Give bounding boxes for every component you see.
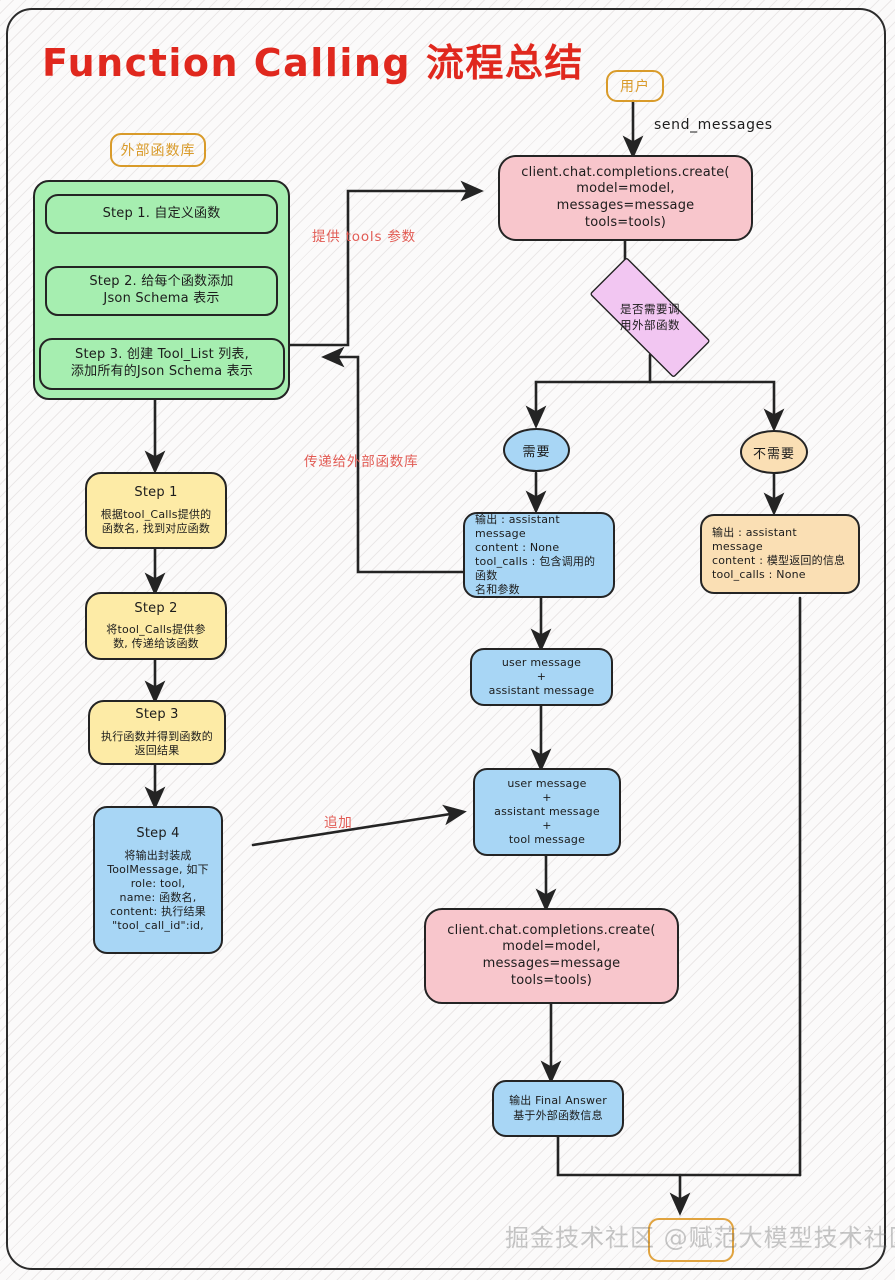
left-step-3-line-2: 返回结果 bbox=[134, 743, 180, 757]
edge-green-to-api bbox=[288, 180, 484, 347]
messages-user-assistant: user message + assistant message bbox=[470, 648, 613, 706]
output-no-text: 输出 : assistant message content : 模型返回的信息… bbox=[702, 526, 858, 582]
left-step-1-line-2: 函数名, 找到对应函数 bbox=[101, 521, 211, 535]
api-call-top-line-1: client.chat.completions.create( bbox=[521, 164, 730, 180]
output-no-line-3: tool_calls : None bbox=[712, 568, 806, 582]
output-no-line-1: 输出 : assistant message bbox=[712, 525, 797, 553]
decision-need-external-function: 是否需要调 用外部函数 bbox=[565, 256, 735, 379]
api-call-top-line-3: messages=message bbox=[556, 198, 695, 213]
api-call-bottom-line-4: tools=tools) bbox=[510, 972, 593, 988]
left-step-1-text: Step 1 根据tool_Calls提供的 函数名, 找到对应函数 bbox=[93, 485, 220, 536]
edge-label-append: 追加 bbox=[324, 815, 353, 831]
api-call-top-line-2: model=model, bbox=[576, 181, 675, 197]
edge-step4-to-messages3 bbox=[251, 804, 467, 847]
green-step-2-text: Step 2. 给每个函数添加 Json Schema 表示 bbox=[81, 274, 241, 307]
left-step-1: Step 1 根据tool_Calls提供的 函数名, 找到对应函数 bbox=[85, 472, 227, 549]
output-yes-line-4: 名和参数 bbox=[475, 583, 520, 597]
messages-2-line-2: + bbox=[536, 669, 547, 683]
output-yes-text: 输出 : assistant message content : None to… bbox=[465, 513, 613, 597]
final-answer-line-2: 基于外部函数信息 bbox=[513, 1108, 603, 1122]
messages-3-text: user message + assistant message + tool … bbox=[486, 777, 608, 847]
green-step-3: Step 3. 创建 Tool_List 列表, 添加所有的Json Schem… bbox=[39, 338, 285, 390]
decision-text: 是否需要调 用外部函数 bbox=[620, 302, 680, 333]
left-step-2-line-2: 数, 传递给该函数 bbox=[113, 637, 199, 651]
decision-line-1: 是否需要调 bbox=[620, 301, 680, 316]
green-step-2: Step 2. 给每个函数添加 Json Schema 表示 bbox=[45, 266, 278, 316]
branch-no-label: 不需要 bbox=[752, 446, 795, 462]
decision-line-2: 用外部函数 bbox=[620, 317, 680, 332]
left-step-3-line-1: 执行函数并得到函数的 bbox=[101, 729, 213, 743]
left-step-4-line-3: role: tool, bbox=[130, 877, 186, 891]
label-user: 用户 bbox=[606, 70, 664, 102]
page-title: Function Calling 流程总结 bbox=[42, 41, 584, 85]
left-step-2-text: Step 2 将tool_Calls提供参 数, 传递给该函数 bbox=[98, 601, 213, 652]
left-step-1-header: Step 1 bbox=[134, 485, 178, 501]
left-step-2-line-1: 将tool_Calls提供参 bbox=[106, 623, 206, 637]
left-step-3-header: Step 3 bbox=[135, 707, 179, 723]
green-step-2-line-1: Step 2. 给每个函数添加 bbox=[89, 274, 234, 290]
api-call-bottom-line-2: model=model, bbox=[502, 939, 601, 955]
edge-decision-no bbox=[648, 380, 785, 432]
left-step-4-line-4: name: 函数名, bbox=[119, 891, 197, 905]
green-step-3-line-2: 添加所有的Json Schema 表示 bbox=[70, 364, 254, 379]
left-step-4-header: Step 4 bbox=[136, 826, 180, 842]
left-step-4: Step 4 将输出封装成 ToolMessage, 如下 role: tool… bbox=[93, 806, 223, 954]
label-external-function-library: 外部函数库 bbox=[110, 133, 206, 167]
edge-label-pass-to-external: 传递给外部函数库 bbox=[304, 454, 419, 470]
output-assistant-with-toolcalls: 输出 : assistant message content : None to… bbox=[463, 512, 615, 598]
green-step-3-text: Step 3. 创建 Tool_List 列表, 添加所有的Json Schem… bbox=[63, 347, 261, 380]
messages-2-line-1: user message bbox=[501, 655, 582, 669]
branch-yes-label: 需要 bbox=[522, 444, 551, 460]
pill-text: 外部函数库 bbox=[120, 143, 196, 159]
left-step-4-line-5: content: 执行结果 bbox=[110, 905, 206, 919]
api-call-top-text: client.chat.completions.create( model=mo… bbox=[513, 165, 737, 232]
pill-text: 用户 bbox=[620, 79, 650, 95]
messages-3-line-2: + bbox=[542, 790, 552, 804]
left-step-4-text: Step 4 将输出封装成 ToolMessage, 如下 role: tool… bbox=[99, 826, 217, 933]
green-step-3-line-1: Step 3. 创建 Tool_List 列表, bbox=[75, 347, 249, 363]
output-no-line-2: content : 模型返回的信息 bbox=[712, 554, 846, 567]
output-yes-line-2: content : None bbox=[475, 540, 560, 554]
edge-final-merge bbox=[556, 1135, 802, 1177]
edge-label-provide-tools: 提供 tools 参数 bbox=[312, 229, 416, 245]
final-answer-line-1: 输出 Final Answer bbox=[509, 1094, 607, 1108]
api-call-top-line-4: tools=tools) bbox=[584, 214, 667, 230]
branch-no: 不需要 bbox=[740, 430, 808, 474]
api-call-bottom-line-3: messages=message bbox=[482, 956, 621, 971]
final-answer-text: 输出 Final Answer 基于外部函数信息 bbox=[501, 1094, 615, 1122]
edge-decision-yes bbox=[525, 353, 652, 429]
messages-3-line-1: user message bbox=[507, 776, 587, 790]
output-yes-line-3: tool_calls : 包含调用的函数 bbox=[475, 555, 596, 583]
green-step-1: Step 1. 自定义函数 bbox=[45, 194, 278, 234]
final-answer-box: 输出 Final Answer 基于外部函数信息 bbox=[492, 1080, 624, 1137]
messages-3-line-4: + bbox=[542, 819, 552, 833]
green-step-2-line-2: Json Schema 表示 bbox=[103, 291, 220, 306]
left-step-3-text: Step 3 执行函数并得到函数的 返回结果 bbox=[93, 707, 221, 758]
messages-2-text: user message + assistant message bbox=[481, 656, 603, 698]
api-call-bottom-text: client.chat.completions.create( model=mo… bbox=[439, 923, 663, 990]
output-assistant-no-toolcalls: 输出 : assistant message content : 模型返回的信息… bbox=[700, 514, 860, 594]
api-call-bottom: client.chat.completions.create( model=mo… bbox=[424, 908, 679, 1004]
messages-3-line-3: assistant message bbox=[494, 804, 600, 818]
left-step-2-header: Step 2 bbox=[134, 600, 178, 616]
output-yes-line-1: 输出 : assistant message bbox=[475, 512, 560, 540]
left-step-2: Step 2 将tool_Calls提供参 数, 传递给该函数 bbox=[85, 592, 227, 660]
green-step-1-label: Step 1. 自定义函数 bbox=[102, 205, 221, 221]
messages-user-assistant-tool: user message + assistant message + tool … bbox=[473, 768, 621, 856]
messages-2-line-3: assistant message bbox=[488, 684, 595, 698]
api-call-top: client.chat.completions.create( model=mo… bbox=[498, 155, 753, 241]
left-step-4-line-2: ToolMessage, 如下 bbox=[107, 863, 209, 877]
left-step-3: Step 3 执行函数并得到函数的 返回结果 bbox=[88, 700, 226, 765]
left-step-1-line-1: 根据tool_Calls提供的 bbox=[100, 507, 212, 521]
edge-label-send-messages: send_messages bbox=[654, 117, 773, 133]
messages-3-line-5: tool message bbox=[508, 833, 586, 847]
end-node bbox=[648, 1218, 734, 1262]
left-step-4-line-1: 将输出封装成 bbox=[124, 849, 192, 863]
left-step-4-line-6: "tool_call_id":id, bbox=[112, 919, 204, 933]
api-call-bottom-line-1: client.chat.completions.create( bbox=[447, 922, 656, 938]
branch-yes: 需要 bbox=[503, 428, 570, 472]
